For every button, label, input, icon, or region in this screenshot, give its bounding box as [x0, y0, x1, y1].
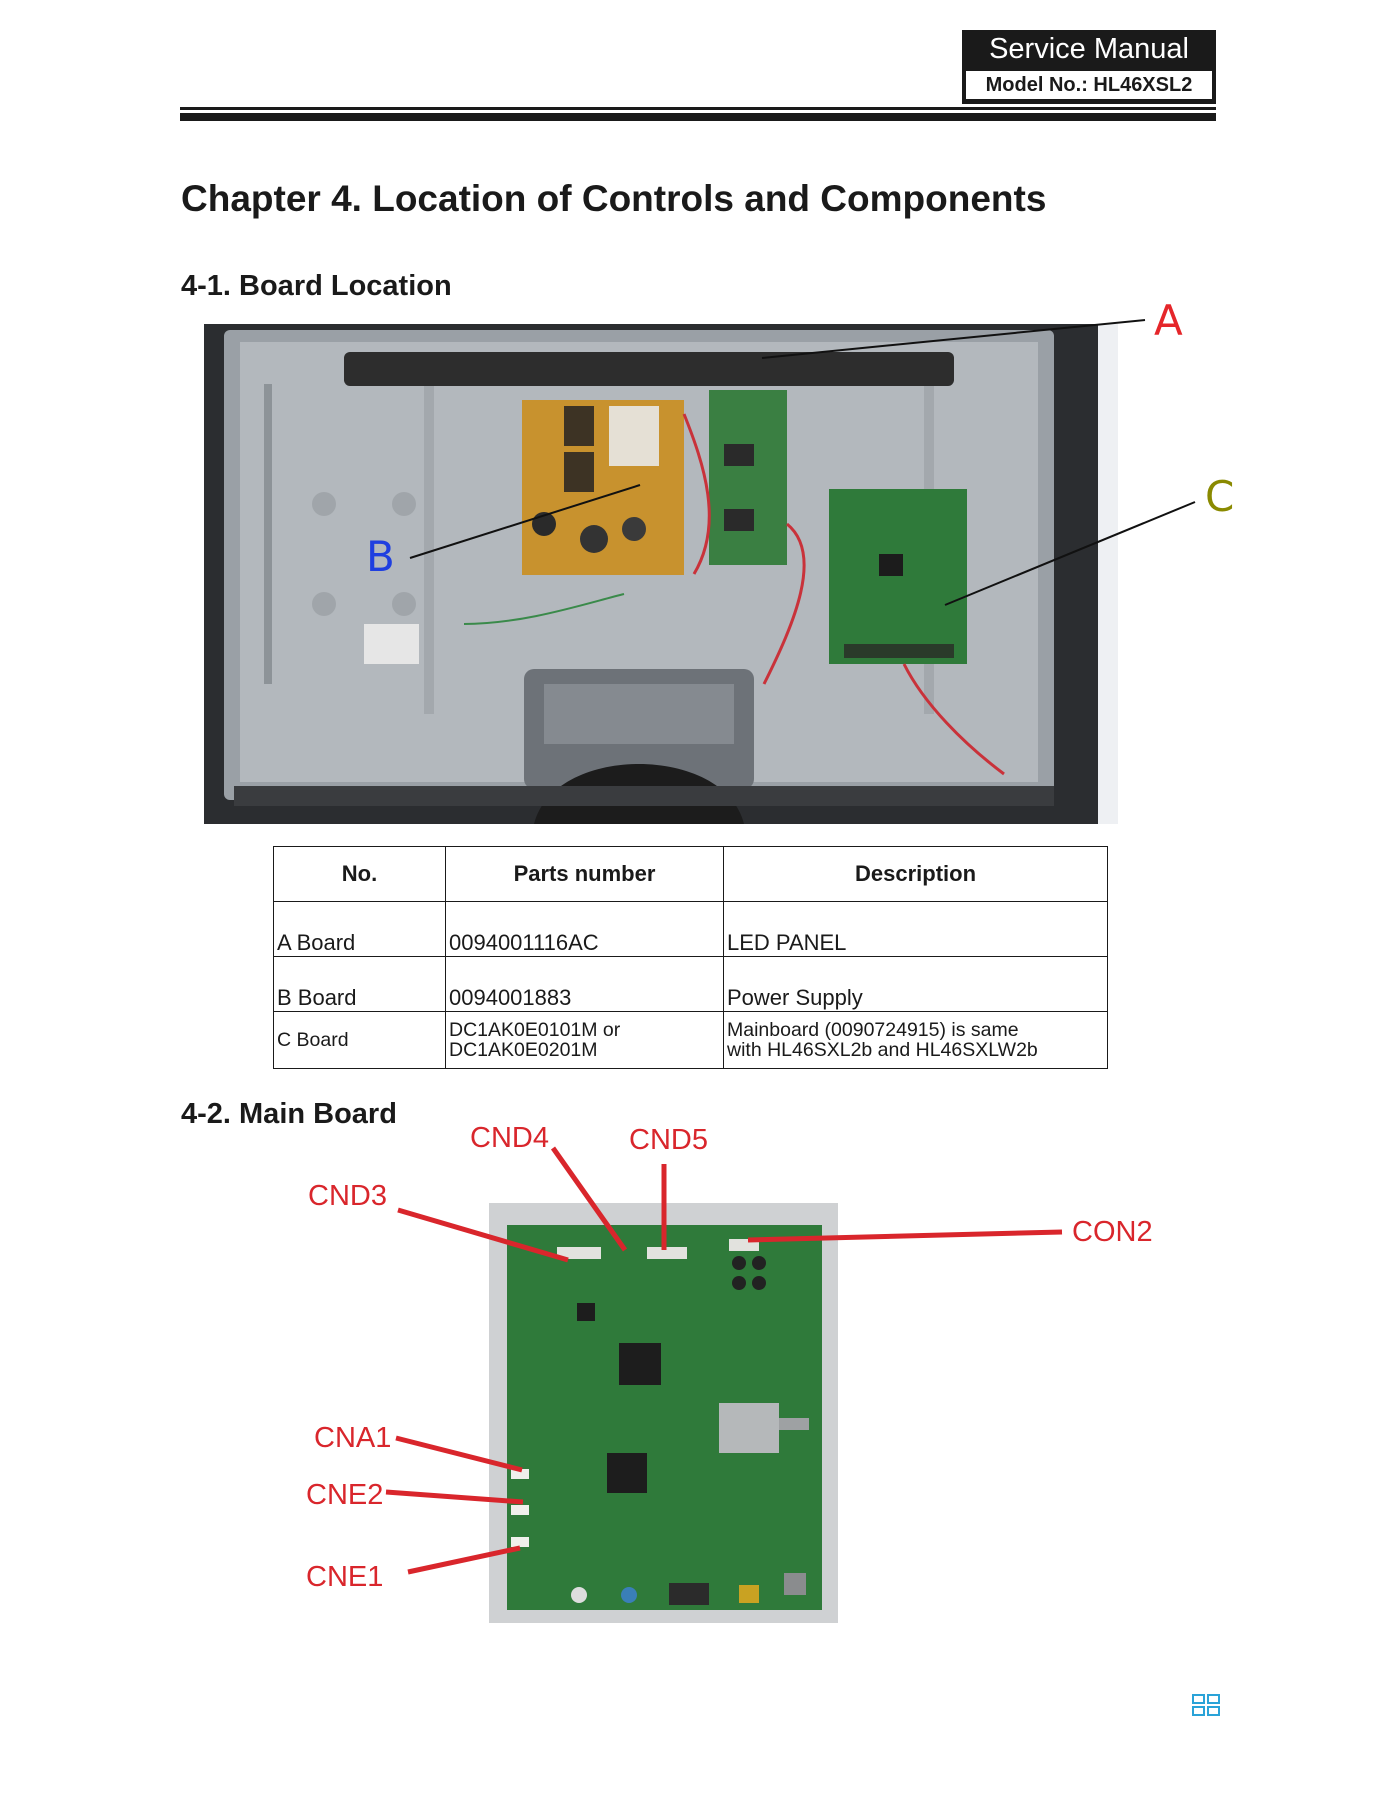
cell-desc-line1: Mainboard (0090724915) is same [727, 1019, 1019, 1041]
header-rule-thick [180, 113, 1216, 121]
marker-c: C [1205, 472, 1235, 521]
table-row: C Board DC1AK0E0101M or DC1AK0E0201M Mai… [273, 1011, 1108, 1069]
table-header-row: No. Parts number Description [273, 846, 1108, 902]
callout-cnd4: CND4 [470, 1122, 549, 1154]
header-rule-thin [180, 107, 1216, 110]
callout-cne2: CNE2 [306, 1479, 384, 1511]
callout-cne1: CNE1 [306, 1561, 384, 1593]
marker-b: B [366, 532, 395, 581]
header-model: Model No.: HL46XSL2 [966, 71, 1212, 99]
parts-table: No. Parts number Description A Board 009… [273, 846, 1108, 1069]
section-main-board-title: 4-2. Main Board [181, 1098, 397, 1130]
cell-part-line2: DC1AK0E0201M [449, 1039, 598, 1061]
callout-con2: CON2 [1072, 1216, 1153, 1248]
cell-desc: Power Supply [723, 956, 1108, 1012]
cell-desc: Mainboard (0090724915) is same with HL46… [723, 1011, 1108, 1069]
cell-no: C Board [273, 1011, 446, 1069]
header-title: Service Manual [989, 33, 1189, 65]
cell-desc-line2: with HL46SXL2b and HL46SXLW2b [727, 1039, 1038, 1061]
callout-cnd3: CND3 [308, 1180, 387, 1212]
main-board-photo [489, 1203, 838, 1623]
cell-desc: LED PANEL [723, 901, 1108, 957]
marker-a: A [1154, 296, 1183, 345]
tv-rear-photo [204, 324, 1098, 824]
header-badge: Service Manual Model No.: HL46XSL2 [962, 30, 1216, 104]
section-board-location-title: 4-1. Board Location [181, 270, 452, 302]
callout-cnd5: CND5 [629, 1124, 708, 1156]
grid-view-icon[interactable] [1192, 1694, 1220, 1716]
callout-cna1: CNA1 [314, 1422, 392, 1454]
table-header-no: No. [273, 846, 446, 902]
cell-part: 0094001116AC [445, 901, 724, 957]
table-row: A Board 0094001116AC LED PANEL [273, 901, 1108, 957]
cell-part: 0094001883 [445, 956, 724, 1012]
cell-no: B Board [273, 956, 446, 1012]
table-header-parts-number: Parts number [445, 846, 724, 902]
photo-margin-strip [1098, 324, 1118, 824]
cell-part: DC1AK0E0101M or DC1AK0E0201M [445, 1011, 724, 1069]
chapter-title: Chapter 4. Location of Controls and Comp… [181, 178, 1047, 219]
table-row: B Board 0094001883 Power Supply [273, 956, 1108, 1012]
cell-part-line1: DC1AK0E0101M or [449, 1019, 621, 1041]
table-header-description: Description [723, 846, 1108, 902]
cell-no: A Board [273, 901, 446, 957]
